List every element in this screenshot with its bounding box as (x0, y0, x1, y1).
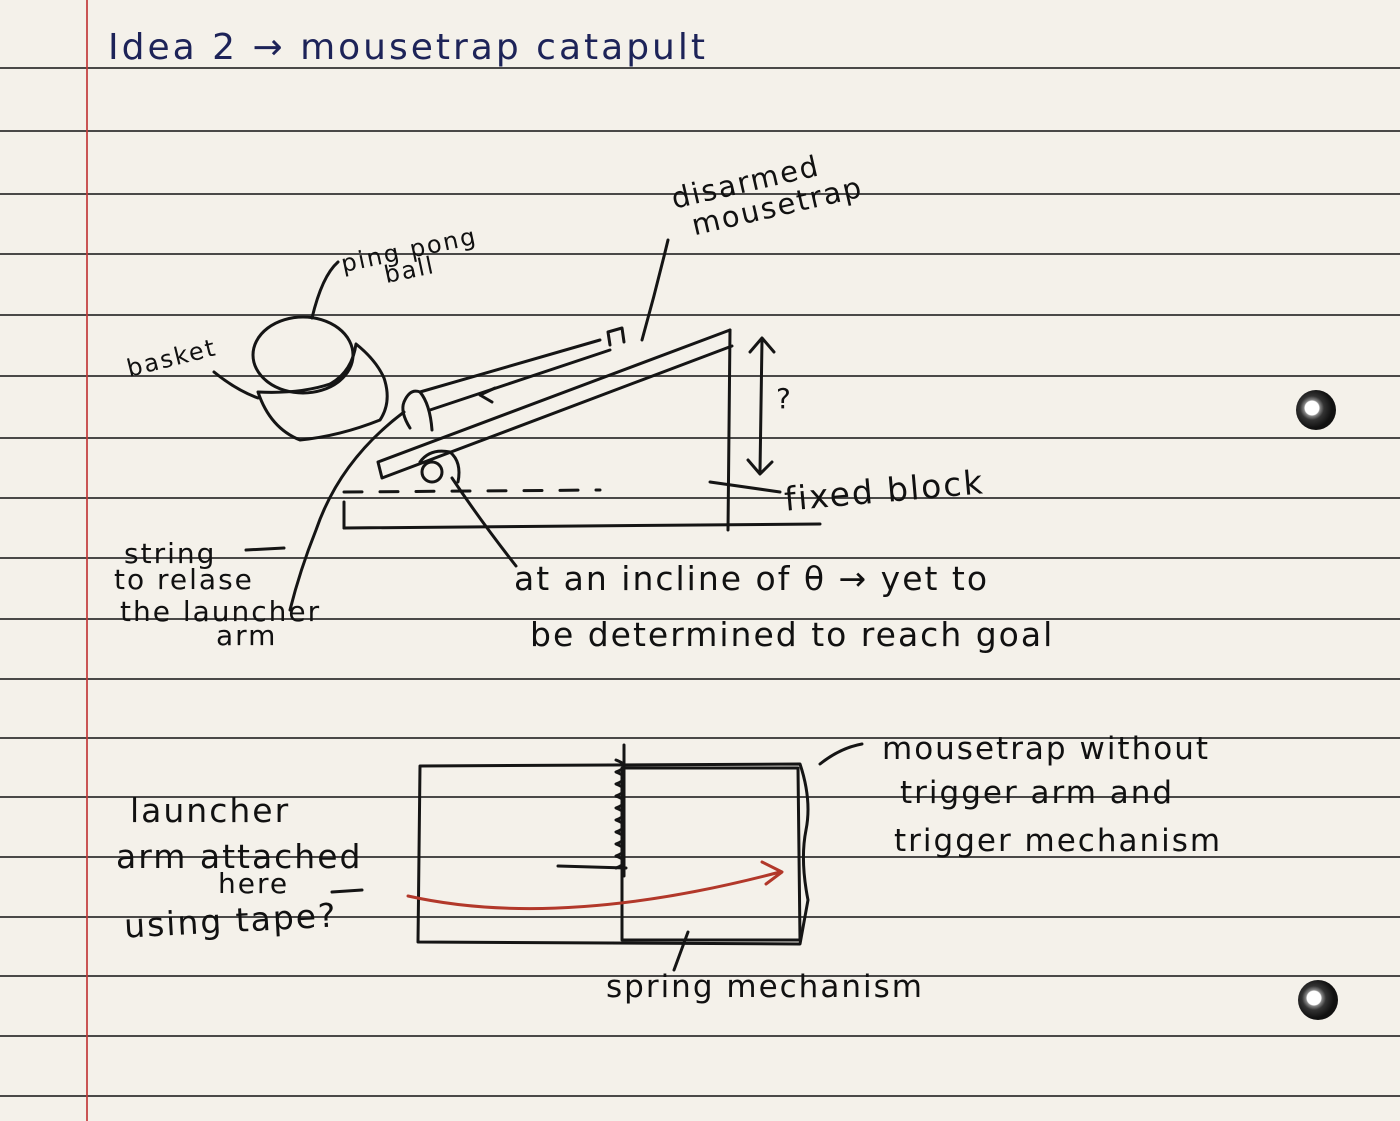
release-string (288, 410, 406, 612)
incline-board (376, 328, 734, 480)
arm-rod-lower (428, 348, 612, 412)
base-line (342, 522, 822, 530)
ruled-line (0, 618, 1400, 620)
page-title: Idea 2 → mousetrap catapult (108, 27, 708, 68)
ruled-line (0, 437, 1400, 439)
side-view-diagram (212, 238, 822, 612)
incline-label-line2: be determined to reach goal (530, 615, 1055, 654)
tape-leader (330, 888, 364, 894)
trap-block (606, 326, 626, 347)
motion-arrow (478, 386, 497, 404)
ruled-line (0, 975, 1400, 977)
trap-label-line3: trigger mechanism (894, 823, 1223, 859)
string-label: string (124, 537, 217, 570)
disarmed-leader (640, 238, 670, 342)
ruled-line (0, 1095, 1400, 1097)
ruled-line (0, 737, 1400, 739)
to-release-label: to relase (114, 563, 254, 596)
spring-leader (672, 930, 690, 972)
launcher-label-line4: using tape? (123, 895, 339, 946)
punch-hole (1296, 390, 1336, 430)
support-post (726, 328, 732, 532)
ruled-line (0, 130, 1400, 132)
ping-pong-ball (251, 315, 355, 395)
punch-hole (1298, 980, 1338, 1020)
trap-label-line1: mousetrap without (882, 731, 1211, 767)
launcher-arm-label: the launcher (120, 595, 322, 628)
launcher-arm (401, 389, 434, 432)
ruled-line (0, 557, 1400, 559)
fixed-block-leader (708, 480, 782, 494)
trap-inner (620, 766, 802, 942)
height-arrow (746, 336, 776, 476)
launcher-label-line2: arm attached (116, 837, 363, 876)
arm-rod (418, 338, 602, 394)
ruled-line (0, 497, 1400, 499)
hammer-bar (556, 864, 628, 870)
spring-axis (614, 743, 626, 878)
basket-shape (256, 342, 389, 442)
ball-leader (310, 260, 340, 320)
ruled-line (0, 253, 1400, 255)
top-view-diagram (330, 742, 864, 972)
height-question-label: ? (776, 382, 793, 415)
pivot-circle (420, 460, 444, 484)
arm-label: arm (216, 619, 278, 652)
incline-label-line1: at an incline of θ → yet to (514, 559, 990, 598)
trap-leader (818, 742, 864, 766)
ruled-line (0, 193, 1400, 195)
ruled-line (0, 375, 1400, 377)
margin-line (86, 0, 88, 1121)
trap-outline (416, 762, 810, 946)
ruled-line (0, 67, 1400, 69)
ruled-line (0, 678, 1400, 680)
trap-label-line2: trigger arm and (900, 775, 1175, 811)
ruled-line (0, 314, 1400, 316)
incline-leader (450, 476, 518, 568)
ruled-line (0, 796, 1400, 798)
pivot-bracket (418, 449, 461, 484)
basket-leader (212, 370, 260, 400)
launch-direction-arrow (406, 860, 784, 911)
horizontal-dashed (342, 488, 602, 494)
launcher-label-line1: launcher (130, 791, 291, 830)
ruled-line (0, 1035, 1400, 1037)
ruled-line (0, 856, 1400, 858)
ruled-line (0, 916, 1400, 918)
launcher-label-line3: here (218, 867, 290, 900)
string-leader (244, 546, 286, 552)
spring-mechanism-label: spring mechanism (606, 969, 924, 1005)
